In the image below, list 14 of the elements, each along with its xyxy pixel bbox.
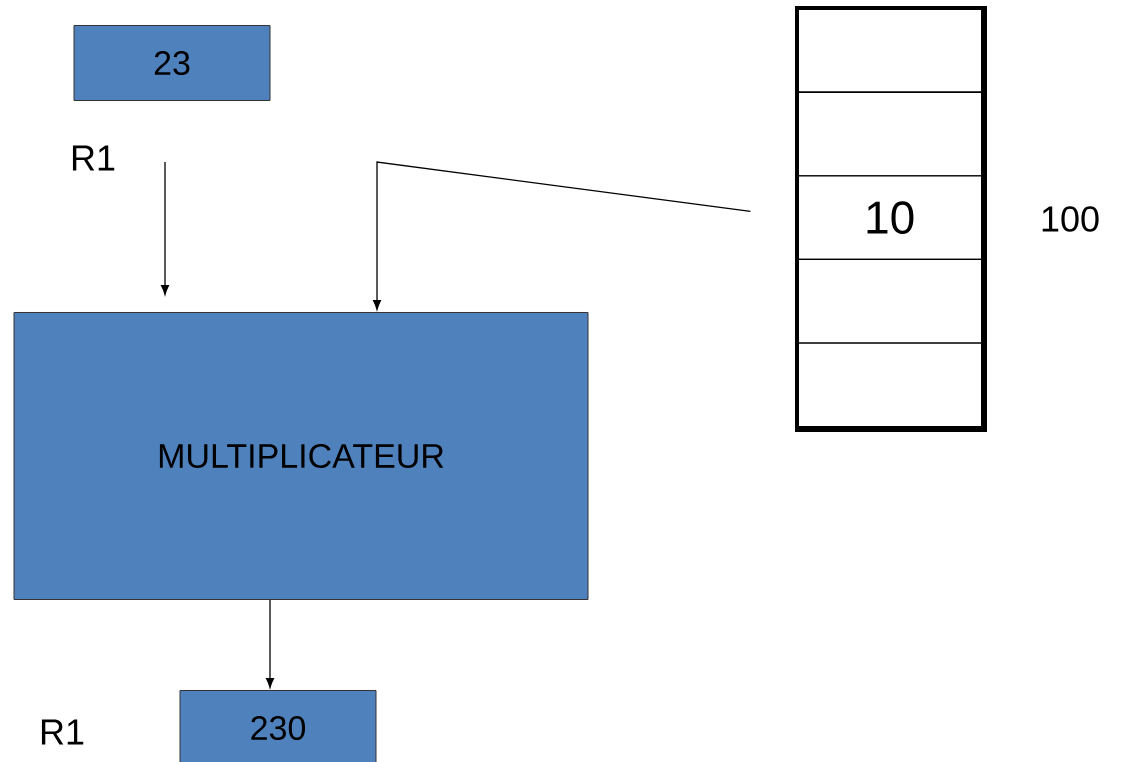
memory-cell — [797, 91, 983, 177]
arrow — [161, 161, 170, 295]
side-label: R1 — [72, 145, 115, 171]
memory-cell — [797, 342, 983, 428]
memory-cell — [797, 258, 983, 344]
arrow — [373, 161, 752, 310]
arrow — [266, 599, 275, 688]
memory-cell: 10 — [797, 175, 983, 261]
side-label: R1 — [41, 719, 84, 745]
side-label: 100 — [1042, 206, 1099, 232]
register-box: 23 — [73, 25, 271, 101]
process-box: MULTIPLICATEUR — [13, 312, 589, 600]
memory-cell — [797, 8, 983, 93]
register-box: 230 — [179, 690, 377, 762]
